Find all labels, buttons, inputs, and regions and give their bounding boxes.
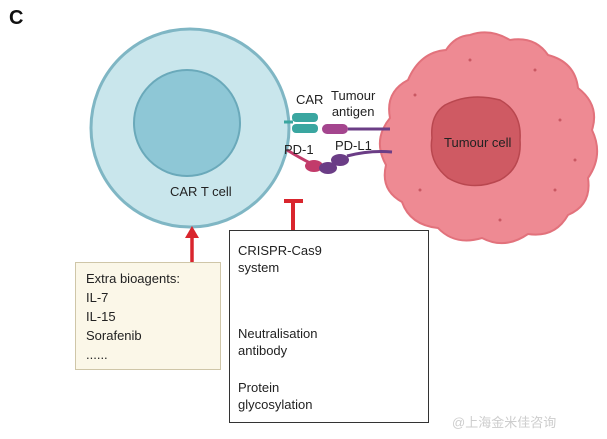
pd1-receptor <box>286 148 323 172</box>
bioagent-item: IL-15 <box>86 309 116 324</box>
bioagent-item: ...... <box>86 347 108 362</box>
inhibitors-box: CRISPR-Cas9 system Neutralisation antibo… <box>229 230 429 423</box>
tumour-antigen-label-line2: antigen <box>331 103 375 119</box>
glyco-label-line1: Protein <box>238 380 280 395</box>
car-label: CAR <box>296 92 324 107</box>
panel-letter: C <box>9 7 24 29</box>
pd1-label: PD-1 <box>284 142 314 157</box>
tumour-antigen-label-line1: Tumour <box>331 88 376 103</box>
bioagent-item: IL-7 <box>86 290 109 305</box>
car-t-cell <box>89 27 291 229</box>
inhibition-bar-icon <box>284 199 303 232</box>
tumour-cell <box>379 31 599 245</box>
tumour-nucleus <box>430 96 521 187</box>
car-t-cell-label: CAR T cell <box>170 184 232 199</box>
bioagent-item: Sorafenib <box>86 328 142 343</box>
glyco-label-line2: glycosylation <box>238 397 313 412</box>
car-receptor <box>284 113 318 133</box>
pdl1-ligand <box>319 150 393 174</box>
extra-bioagents-box: Extra bioagents: IL-7 IL-15 Sorafenib ..… <box>75 262 221 370</box>
crispr-label-line2: system <box>238 260 280 275</box>
tumour-cell-label: Tumour cell <box>444 135 512 150</box>
watermark: @上海金米佳咨询 <box>452 415 557 430</box>
pdl1-label: PD-L1 <box>335 138 372 153</box>
antibody-label-line1: Neutralisation <box>238 326 318 341</box>
tumour-antigen-label: Tumour antigen <box>331 88 375 119</box>
arrow-up-icon <box>185 226 199 262</box>
car-t-nucleus <box>133 69 241 177</box>
tumour-antigen <box>322 124 390 134</box>
crispr-label-line1: CRISPR-Cas9 <box>238 243 322 258</box>
bioagents-title: Extra bioagents: <box>86 271 180 286</box>
antibody-label-line2: antibody <box>238 343 288 358</box>
